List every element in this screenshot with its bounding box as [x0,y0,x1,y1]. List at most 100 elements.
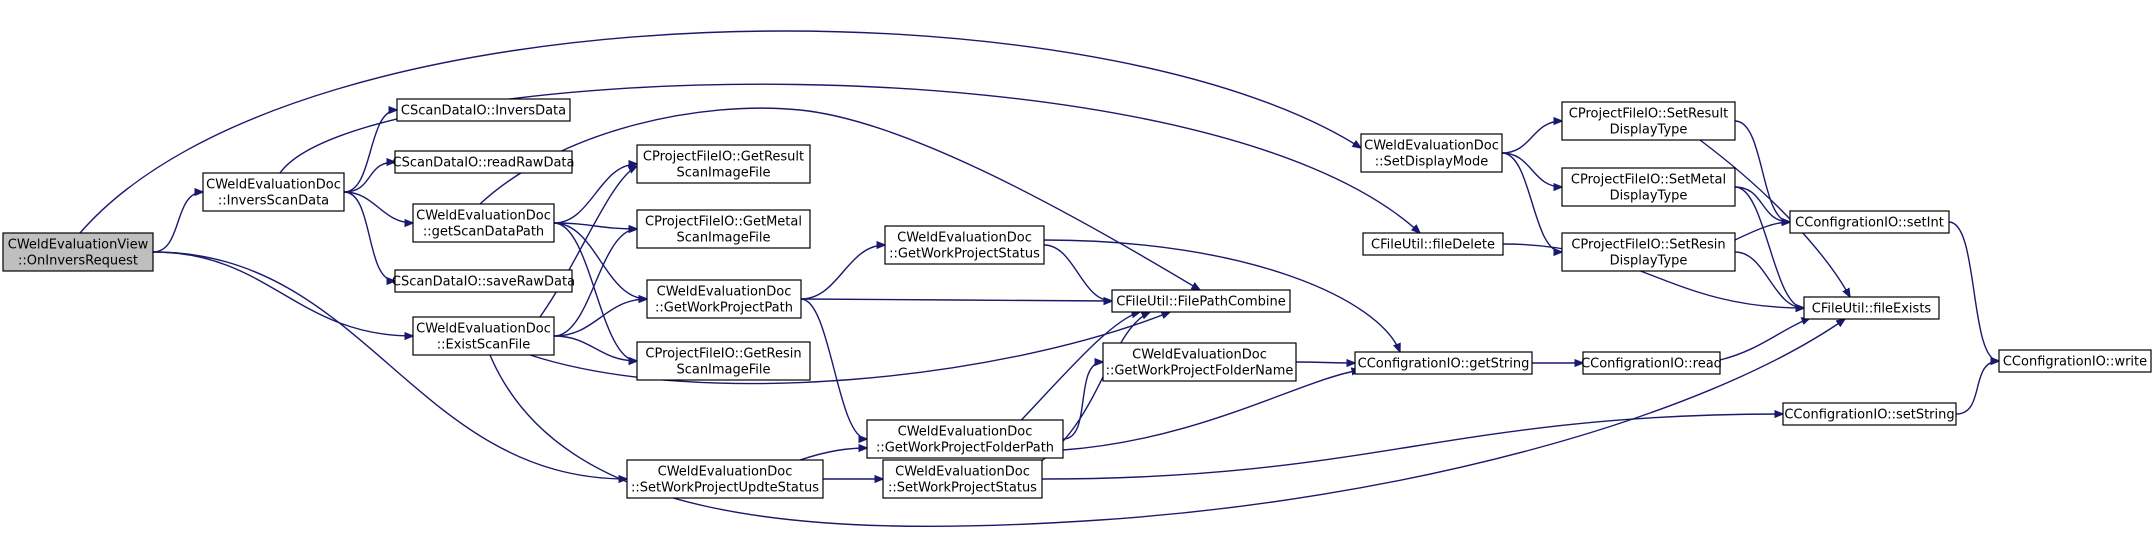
node-box[interactable] [412,203,555,243]
node-box[interactable] [1111,289,1291,313]
node-cconfigrationio-read[interactable]: CConfigrationIO::read [1581,351,1722,375]
node-cfileutil-filedelete[interactable]: CFileUtil::fileDelete [1362,232,1504,256]
node-box[interactable] [412,316,555,356]
edge-n17-to-n26 [1041,414,1783,480]
node-box[interactable] [1561,232,1736,272]
node-label: CProjectFileIO::SetResin [1571,238,1725,253]
node-cscandataio-readrawdata[interactable]: CScanDataIO::readRawData [393,150,575,174]
node-label: ::SetWorkProjectStatus [888,481,1037,496]
node-box[interactable] [1354,351,1533,375]
edge-n16-to-n15 [1009,312,1140,433]
edge-n12-to-n15 [800,299,1112,301]
node-box[interactable] [1102,342,1297,382]
node-box[interactable] [646,279,802,319]
node-box[interactable] [636,209,811,249]
node-cweldevaluationview-oninversrequest[interactable]: CWeldEvaluationView::OnInversRequest [2,232,154,272]
node-label: CWeldEvaluationDoc [1364,139,1499,154]
edge-n2-to-n15 [529,311,1170,385]
edge-n8-to-n15 [479,107,1200,290]
node-label: CWeldEvaluationDoc [898,425,1033,440]
node-box[interactable] [1803,296,1940,320]
node-cfileutil-fileexists[interactable]: CFileUtil::fileExists [1803,296,1940,320]
node-box[interactable] [1789,210,1950,234]
node-cfileutil-filepathcombine[interactable]: CFileUtil::FilePathCombine [1111,289,1291,313]
node-box[interactable] [884,225,1045,265]
node-cweldevaluationdoc-existscanfile[interactable]: CWeldEvaluationDoc::ExistScanFile [412,316,555,356]
node-label: CWeldEvaluationDoc [895,465,1030,480]
node-label: ScanImageFile [676,231,770,246]
node-box[interactable] [882,459,1043,499]
node-box[interactable] [396,98,571,122]
edge-n8-to-n11 [553,222,637,229]
edge-n1-to-n8 [343,191,413,223]
node-box[interactable] [626,459,824,499]
edge-n24-to-n27 [1948,221,1999,361]
node-label: CWeldEvaluationDoc [657,285,792,300]
node-cweldevaluationdoc-getworkprojectpath[interactable]: CWeldEvaluationDoc::GetWorkProjectPath [646,279,802,319]
edge-n4-to-n21 [1501,121,1562,154]
node-cweldevaluationdoc-setdisplaymode[interactable]: CWeldEvaluationDoc::SetDisplayMode [1360,133,1503,173]
edge-n0-to-n3 [152,251,627,479]
node-box[interactable] [1582,351,1721,375]
edge-n21-to-n24 [1734,120,1790,222]
node-box[interactable] [202,172,345,212]
edge-n1-to-n6 [343,110,397,193]
node-box[interactable] [1782,402,1957,426]
edge-n2-to-n12 [553,299,647,337]
node-cscandataio-saverawdata[interactable]: CScanDataIO::saveRawData [392,269,575,293]
node-cweldevaluationdoc-getscandatapath[interactable]: CWeldEvaluationDoc::getScanDataPath [412,203,555,243]
node-cscandataio-inversdata[interactable]: CScanDataIO::InversData [396,98,571,122]
node-cconfigrationio-setstring[interactable]: CConfigrationIO::setString [1782,402,1957,426]
node-box[interactable] [1998,349,2152,373]
node-box[interactable] [636,341,811,381]
node-cweldevaluationdoc-setworkprojectstatus[interactable]: CWeldEvaluationDoc::SetWorkProjectStatus [882,459,1043,499]
node-cconfigrationio-write[interactable]: CConfigrationIO::write [1998,349,2152,373]
node-box[interactable] [394,150,573,174]
node-label: CProjectFileIO::SetResult [1569,107,1728,122]
node-box[interactable] [1561,101,1736,141]
node-label: CWeldEvaluationDoc [897,231,1032,246]
edge-n8-to-n12 [553,222,647,299]
node-box[interactable] [1362,232,1504,256]
edge-n20-to-n25 [1719,317,1810,361]
node-cconfigrationio-getstring[interactable]: CConfigrationIO::getString [1354,351,1533,375]
node-label: CProjectFileIO::GetResult [643,150,804,165]
node-cweldevaluationdoc-inversscandata[interactable]: CWeldEvaluationDoc::InversScanData [202,172,345,212]
node-label: CWeldEvaluationDoc [416,209,551,224]
edge-n18-to-n19 [1295,362,1355,363]
node-label: DisplayType [1610,123,1688,138]
edge-n23-to-n24 [1734,222,1790,241]
node-cweldevaluationdoc-getworkprojectfolderpath[interactable]: CWeldEvaluationDoc::GetWorkProjectFolder… [866,419,1064,459]
node-label: ::GetWorkProjectStatus [889,247,1040,262]
edge-n2-to-n10 [539,166,637,318]
node-box[interactable] [2,232,154,272]
node-label: DisplayType [1610,254,1688,269]
edge-n0-to-n4 [79,30,1361,234]
node-label: CConfigrationIO::setString [1784,408,1954,423]
node-box[interactable] [636,144,811,184]
node-box[interactable] [394,269,573,293]
edge-n3-to-n16 [799,448,867,461]
node-cweldevaluationdoc-getworkprojectfoldername[interactable]: CWeldEvaluationDoc::GetWorkProjectFolder… [1102,342,1297,382]
node-box[interactable] [866,419,1064,459]
node-cweldevaluationdoc-setworkprojectupdtestatus[interactable]: CWeldEvaluationDoc::SetWorkProjectUpdteS… [626,459,824,499]
node-label: ScanImageFile [676,166,770,181]
node-cweldevaluationdoc-getworkprojectstatus[interactable]: CWeldEvaluationDoc::GetWorkProjectStatus [884,225,1045,265]
node-label: CConfigrationIO::getString [1358,357,1530,372]
node-cconfigrationio-setint[interactable]: CConfigrationIO::setInt [1789,210,1950,234]
edge-n0-to-n2 [152,251,413,336]
node-box[interactable] [1360,133,1503,173]
node-label: CWeldEvaluationDoc [206,178,341,193]
node-box[interactable] [1561,167,1736,207]
edge-n1-to-n7 [343,162,395,193]
edge-n22-to-n25 [1734,186,1804,308]
node-label: CConfigrationIO::read [1581,357,1722,372]
node-label: ::OnInversRequest [18,254,138,269]
